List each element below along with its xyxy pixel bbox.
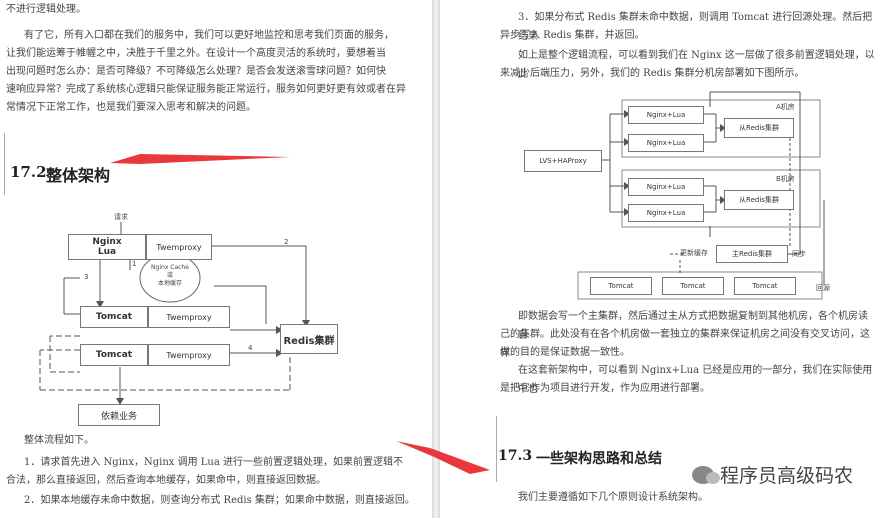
twemproxy-box: Twemproxy [148, 344, 230, 366]
diagram-lines [577, 91, 825, 300]
step-num: 4 [248, 344, 253, 352]
cache-label: Nginx Cache 或 本地缓存 [151, 264, 189, 287]
step-line: 3．如果分布式 Redis 集群未命中数据，则调用 Tomcat 进行回源处理。… [518, 12, 873, 42]
step-num: 2 [284, 238, 289, 246]
slave-redis-box: 从Redis集群 [724, 118, 794, 138]
nginx-lua-box: Nginx+Lua [628, 106, 704, 124]
tomcat-box: Tomcat [80, 344, 148, 366]
paragraph-line: 常情况下正常工作，也是我们要深入思考和解决的问题。 [6, 102, 256, 113]
slave-redis-box: 从Redis集群 [724, 190, 794, 210]
nginx-lua-box: Nginx+Lua [628, 178, 704, 196]
section-rule [4, 133, 5, 195]
nginx-lua-box: Nginx+Lua [628, 134, 704, 152]
tomcat-box: Tomcat [734, 277, 796, 295]
section-rule [496, 416, 497, 482]
paragraph-line: 我们主要遵循如下几个原则设计系统架构。 [518, 492, 708, 503]
section-title: 整体架构 [46, 166, 111, 185]
twemproxy-box: Twemproxy [146, 234, 212, 260]
step-line: 1．请求首先进入 Nginx，Nginx 调用 Lua 进行一些前置逻辑处理，如… [24, 457, 403, 468]
step-line: 异步写入 Redis 集群，并返回。 [500, 30, 645, 41]
update-cache-label: 更新缓存 [680, 249, 708, 257]
redis-cluster-box: Redis集群 [280, 324, 338, 354]
lvs-box: LVS+HAProxy [524, 150, 602, 172]
step-line: 合法，那么直接返回，然后查询本地缓存，如果命中，则直接返回数据。 [6, 475, 326, 486]
text-line: 不进行逻辑处理。 [6, 4, 86, 15]
step-num: 1 [132, 260, 137, 268]
flow-title: 整体流程如下。 [24, 435, 94, 446]
paragraph-line: 己的集群。此处没有在各个机房做一套独立的集群来保证机房之间没有交叉访问，这样 [500, 329, 870, 359]
dependency-box: 依赖业务 [78, 404, 160, 426]
paragraph-line: 速响应异常？完成了系统核心逻辑只能保证服务能正常运行，服务如何更好更有效或者在异 [6, 84, 406, 95]
paragraph-line: 是把它作为项目进行开发，作为应用进行部署。 [500, 383, 710, 394]
room-label: B机房 [776, 175, 795, 183]
paragraph-line: 做的目的是保证数据一致性。 [500, 347, 630, 358]
section-number: 17.2 [10, 163, 47, 181]
request-label: 请求 [114, 213, 128, 221]
page-gutter [432, 0, 440, 518]
twemproxy-box: Twemproxy [148, 306, 230, 328]
wechat-icon [691, 465, 720, 484]
paragraph-line: 在这套新架构中，可以看到 Nginx+Lua 已经是应用的一部分，我们在实际使用… [518, 365, 873, 395]
paragraph-line: 让我们能运筹于帷幄之中，决胜于千里之外。在设计一个高度灵活的系统时，要想着当 [6, 48, 386, 59]
red-arrow [396, 441, 490, 474]
paragraph-line: 来减少后端压力，另外，我们的 Redis 集群分机房部署如下图所示。 [500, 68, 805, 79]
sync-label: 同步 [792, 250, 806, 258]
back-source-label: 回源 [816, 284, 830, 292]
paragraph-line: 出现问题时怎么办：是否可降级？不可降级怎么处理？是否会发送滚雪球问题？如何快 [6, 66, 386, 77]
section-title: 一些架构思路和总结 [536, 451, 662, 467]
tomcat-box: Tomcat [662, 277, 724, 295]
watermark: 程序员高级码农 [691, 461, 853, 488]
right-page: 3．如果分布式 Redis 集群未命中数据，则调用 Tomcat 进行回源处理。… [440, 0, 875, 518]
master-redis-box: 主Redis集群 [716, 245, 788, 263]
step-line: 2．如果本地缓存未命中数据，则查询分布式 Redis 集群；如果命中数据，则直接… [24, 495, 415, 506]
step-num: 3 [84, 273, 89, 281]
nginx-lua-box: Nginx Lua [68, 234, 146, 260]
watermark-text: 程序员高级码农 [719, 465, 853, 487]
paragraph-line: 如上是整个逻辑流程，可以看到我们在 Nginx 这一层做了很多前置逻辑处理，以此 [518, 50, 875, 80]
nginx-lua-box: Nginx+Lua [628, 204, 704, 222]
diagram-lines [39, 222, 310, 405]
left-page: 不进行逻辑处理。 有了它，所有入口都在我们的服务中，我们可以更好地监控和思考我们… [0, 0, 432, 518]
paragraph-line: 即数据会写一个主集群，然后通过主从方式把数据复制到其他机房，各个机房读自 [518, 311, 868, 341]
tomcat-box: Tomcat [80, 306, 148, 328]
paragraph-line: 有了它，所有入口都在我们的服务中，我们可以更好地监控和思考我们页面的服务， [24, 30, 394, 41]
red-arrow [110, 154, 290, 164]
tomcat-box: Tomcat [590, 277, 652, 295]
room-label: A机房 [776, 103, 795, 111]
section-number: 17.3 [498, 448, 533, 464]
